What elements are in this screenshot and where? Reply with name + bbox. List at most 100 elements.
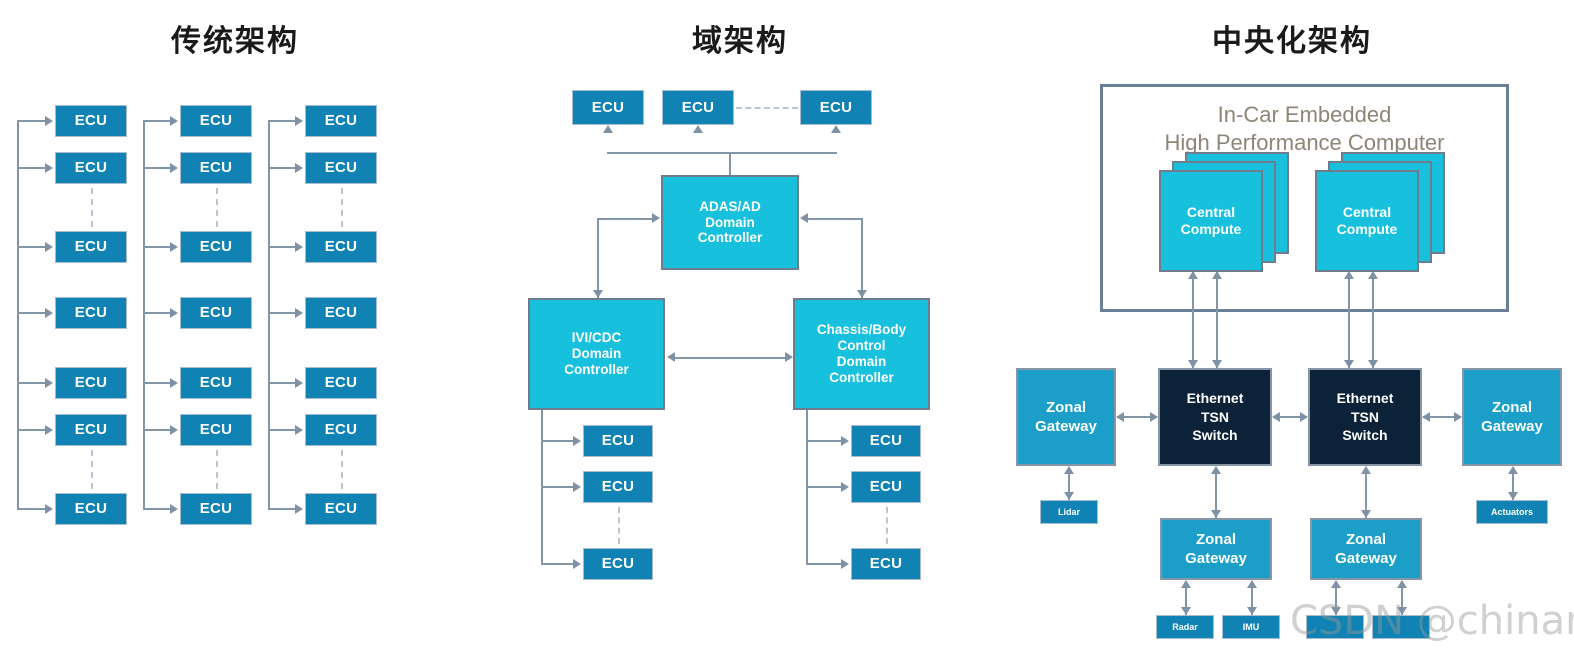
switch2-gwbottom2-link xyxy=(1365,467,1367,518)
ecu-box-legacy-c0-r5: ECU xyxy=(55,414,127,446)
panel-title-legacy: 传统架构 xyxy=(171,25,299,58)
domain-right-ecu-0-label: ECU xyxy=(869,432,903,450)
arrow-up-icon xyxy=(1367,271,1378,279)
arrow-right-icon xyxy=(170,163,178,173)
ecu-box-legacy-c1-r1: ECU xyxy=(180,152,252,184)
domain-adas-chassis-horz xyxy=(806,218,862,220)
sensor-link-lidar xyxy=(1068,467,1070,500)
domain-adas-ivi-horz xyxy=(597,218,653,220)
ecu-box-legacy-c0-r0-label: ECU xyxy=(74,112,108,130)
legacy-feeder-c1-r2 xyxy=(143,246,171,248)
domain-right-ecu-0: ECU xyxy=(851,425,921,457)
arrow-right-icon xyxy=(1454,412,1462,422)
sensor-box-imu: IMU xyxy=(1222,615,1280,639)
arrow-up-icon xyxy=(1343,271,1354,279)
legacy-feeder-c1-r6 xyxy=(143,508,171,510)
arrow-right-icon xyxy=(573,559,581,569)
ecu-box-legacy-c1-r2-label: ECU xyxy=(199,238,233,256)
arrow-down-icon xyxy=(1246,607,1257,615)
sensor-link-sensor-b xyxy=(1401,581,1403,615)
arrow-right-icon xyxy=(785,352,793,362)
arrow-up-icon xyxy=(1396,580,1407,588)
ecu-box-legacy-c0-r1: ECU xyxy=(55,152,127,184)
ecu-box-legacy-c2-r4-label: ECU xyxy=(324,374,358,392)
arrow-left-icon xyxy=(800,213,808,223)
ecu-box-legacy-c0-r4: ECU xyxy=(55,367,127,399)
ecu-box-legacy-c0-r3: ECU xyxy=(55,297,127,329)
domain-top-bus xyxy=(607,152,837,154)
arrow-right-icon xyxy=(45,242,53,252)
domain-right-feeder-2 xyxy=(806,563,842,565)
ecu-box-legacy-c0-r0: ECU xyxy=(55,105,127,137)
arrow-up-icon xyxy=(1210,466,1221,474)
ecu-box-legacy-c1-r3-label: ECU xyxy=(199,304,233,322)
switch1-gwbottom1-link xyxy=(1215,467,1217,518)
arrow-right-icon xyxy=(295,504,303,514)
ecu-box-legacy-c1-r6-label: ECU xyxy=(199,500,233,518)
sensor-box-sensor-a xyxy=(1306,615,1364,639)
arrow-right-icon xyxy=(573,436,581,446)
ecu-box-legacy-c2-r3-label: ECU xyxy=(324,304,358,322)
sensor-box-actuators-label: Actuators xyxy=(1490,506,1533,517)
legacy-feeder-c2-r1 xyxy=(268,167,296,169)
legacy-feeder-c1-r4 xyxy=(143,382,171,384)
legacy-bus-lower-col2 xyxy=(268,317,270,509)
ecu-box-legacy-c2-r1: ECU xyxy=(305,152,377,184)
ecu-box-legacy-c1-r3: ECU xyxy=(180,297,252,329)
arrow-right-icon xyxy=(170,378,178,388)
ecu-box-legacy-c2-r6-label: ECU xyxy=(324,500,358,518)
ecu-box-legacy-c2-r1-label: ECU xyxy=(324,159,358,177)
ecu-box-legacy-c2-r2: ECU xyxy=(305,231,377,263)
ecu-box-domain-top-1-label: ECU xyxy=(681,98,715,116)
switch-gwright-link xyxy=(1423,416,1461,418)
domain-right-ecu-1-label: ECU xyxy=(869,478,903,496)
domain-adas-riser xyxy=(729,152,731,175)
domain-left-ecu-2-label: ECU xyxy=(601,555,635,573)
ecu-box-legacy-c1-r4-label: ECU xyxy=(199,374,233,392)
domain-left-ecu-1: ECU xyxy=(583,471,653,503)
arrow-down-icon xyxy=(1210,510,1221,518)
legacy-feeder-c0-r5 xyxy=(17,429,46,431)
legacy-ellipsis-c1-a xyxy=(216,188,218,227)
legacy-bus-upper-col1 xyxy=(143,121,145,321)
cc-switch-link-0 xyxy=(1192,272,1194,368)
arrow-up-icon xyxy=(692,125,703,133)
ecu-box-legacy-c0-r5-label: ECU xyxy=(74,421,108,439)
domain-top-dashed-link xyxy=(736,107,798,109)
arrow-right-icon xyxy=(45,308,53,318)
ecu-box-domain-top-0-label: ECU xyxy=(591,98,625,116)
sensor-box-lidar: Lidar xyxy=(1040,500,1098,524)
legacy-feeder-c1-r0 xyxy=(143,120,171,122)
ecu-box-legacy-c1-r2: ECU xyxy=(180,231,252,263)
domain-right-feeder-1 xyxy=(806,486,842,488)
ecu-box-legacy-c1-r4: ECU xyxy=(180,367,252,399)
legacy-ellipsis-c2-b xyxy=(341,450,343,489)
panel-title-centralized: 中央化架构 xyxy=(1212,25,1372,58)
arrow-right-icon xyxy=(45,425,53,435)
domain-left-ecu-0: ECU xyxy=(583,425,653,457)
arrow-up-icon xyxy=(602,125,613,133)
domain-right-ellipsis xyxy=(886,507,888,544)
ecu-box-legacy-c2-r0: ECU xyxy=(305,105,377,137)
arrow-right-icon xyxy=(1150,412,1158,422)
domain-right-ecu-2-label: ECU xyxy=(869,555,903,573)
legacy-feeder-c2-r4 xyxy=(268,382,296,384)
sensor-box-lidar-label: Lidar xyxy=(1057,506,1080,517)
domain-left-ecu-1-label: ECU xyxy=(601,478,635,496)
ecu-box-domain-top-2-label: ECU xyxy=(819,98,853,116)
